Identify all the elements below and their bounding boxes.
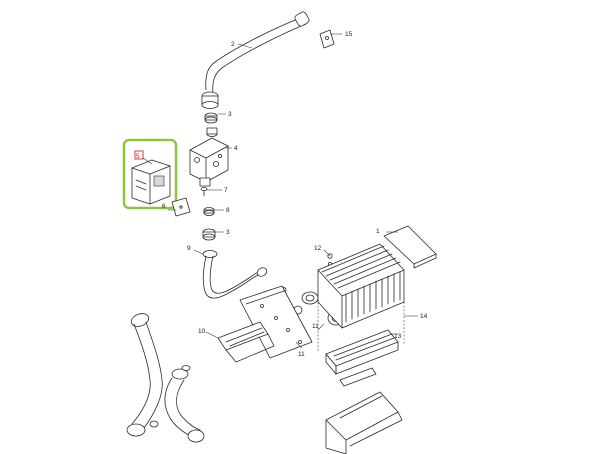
part-14-heat-exchanger[interactable] [317,243,405,352]
part-8-nut[interactable] [203,207,215,216]
part-13-burner-bar[interactable] [325,329,399,387]
callout-9: 9 [187,245,191,252]
part-1-cover-plate[interactable] [383,225,437,269]
callout-10: 10 [198,328,206,335]
highlighted-part-5-module[interactable] [122,138,178,210]
part-4-gas-valve[interactable] [189,127,229,187]
callout-11-lower: 11 [298,351,305,358]
part-7-screw[interactable] [200,187,208,197]
part-11-burner-rail[interactable] [239,285,313,359]
bottom-support-bracket[interactable] [325,391,403,454]
callout-12: 12 [314,245,322,252]
part-10-injector-bar[interactable] [217,321,275,363]
part-5-marker-box [134,150,144,160]
condensate-pipe-assembly[interactable] [126,311,205,443]
callout-13: 13 [394,333,402,340]
callout-7: 7 [224,187,228,194]
callout-15: 15 [345,31,353,38]
callout-5: 5 [136,153,140,160]
part-3-lower-nut[interactable] [202,228,216,241]
callout-14: 14 [420,313,428,320]
leader-lines [168,33,418,349]
callout-3-lower: 3 [226,229,230,236]
highlight-frame [122,138,178,210]
callout-11-right: 11 [312,323,319,330]
part-12-screws[interactable] [327,253,333,266]
part-2-upper-pipe[interactable] [201,11,310,109]
callout-labels: 2 15 3 4 5 6 7 8 3 9 10 11 11 12 1 14 13 [136,31,428,358]
part-9-lower-pipe[interactable] [202,250,268,299]
callout-1: 1 [376,228,380,235]
part-15-bracket[interactable] [319,29,335,49]
part-3-upper-nut[interactable] [204,112,218,124]
callout-6: 6 [162,203,166,210]
callout-8: 8 [226,207,230,214]
part-6-plate[interactable] [171,197,191,217]
callout-3-upper: 3 [228,111,232,118]
callout-4: 4 [234,145,238,152]
callout-2: 2 [231,41,235,48]
